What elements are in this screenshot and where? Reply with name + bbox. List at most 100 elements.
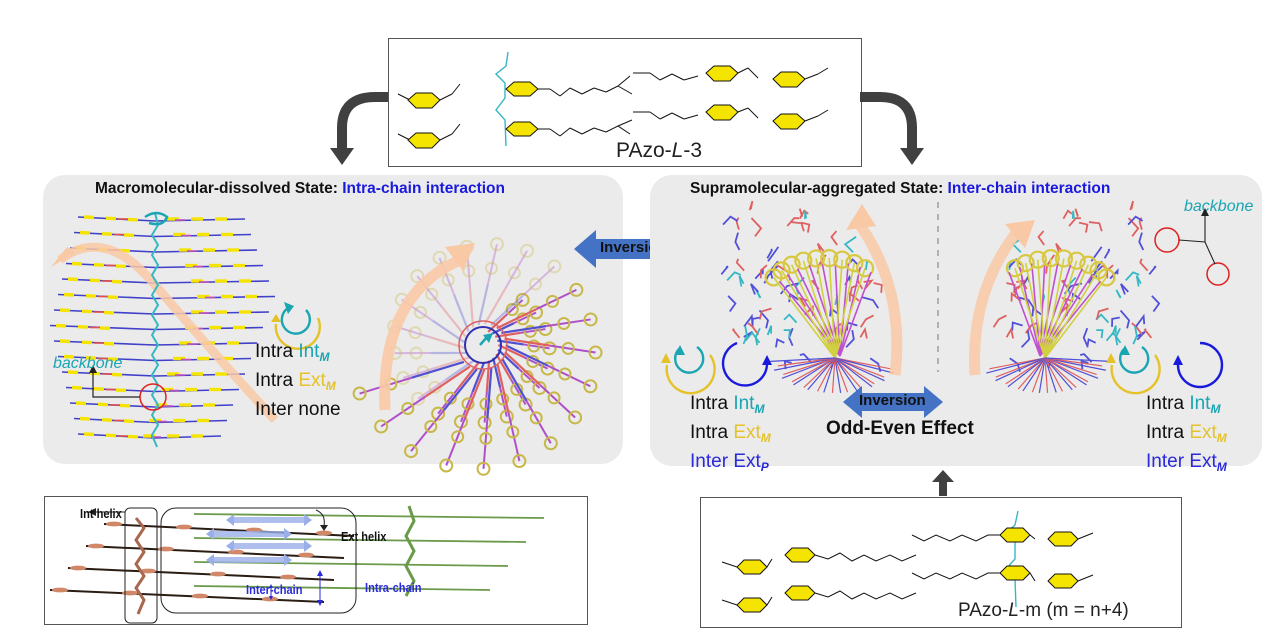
intra-chain-label: Intra-chain <box>365 580 422 595</box>
ext-helix-frame <box>160 507 357 614</box>
azo-segment <box>101 418 113 422</box>
label-suffix: -3 <box>683 139 703 162</box>
ring-segment <box>158 546 174 552</box>
ring-segment <box>140 568 156 574</box>
legend-sub: M <box>1216 431 1227 445</box>
azo-segment <box>71 261 83 266</box>
bottom-molecule-structure <box>721 510 1094 613</box>
top-molecule-structure <box>397 51 829 149</box>
label-italic: L <box>671 139 684 162</box>
odd-even-effect-label: Odd-Even Effect <box>826 418 974 439</box>
legend-term: Ext <box>1189 451 1217 472</box>
azo-segment <box>67 370 79 375</box>
ring-segment <box>210 571 226 577</box>
azo-segment <box>127 217 139 222</box>
azo-segment <box>67 277 79 282</box>
odd-even-inversion-double-arrow-icon[interactable] <box>843 386 943 418</box>
azo-segment <box>71 385 83 390</box>
azo-segment <box>111 279 123 284</box>
azo-segment <box>77 325 89 329</box>
legend-prefix: Intra <box>255 341 299 362</box>
ring-segment <box>262 596 278 602</box>
left-panel-title: Macromolecular-dissolved State: Intra-ch… <box>95 180 505 198</box>
title-main: Macromolecular-dissolved State: <box>95 180 343 197</box>
azo-segment <box>83 432 95 437</box>
legend-prefix: Inter <box>255 399 299 420</box>
azo-segment <box>103 310 115 315</box>
legend-prefix: Intra <box>1146 422 1190 443</box>
azo-segment <box>83 215 95 220</box>
left-panel-legend: Intra IntM Intra ExtM Inter none <box>255 340 341 422</box>
legend-term: Int <box>733 393 755 414</box>
legend-term: none <box>298 399 341 420</box>
aggregate-structure-right <box>969 200 1230 394</box>
legend-sub: M <box>754 402 765 416</box>
inter-chain-label: Inter-chain <box>246 582 303 597</box>
ring-segment <box>88 543 104 549</box>
legend-prefix: Intra <box>690 422 734 443</box>
azo-segment <box>81 340 93 345</box>
azo-segment <box>79 416 91 421</box>
rotation-arrows-left-icon <box>661 341 772 395</box>
arrow-up-icon <box>932 470 954 496</box>
azo-segment <box>105 433 117 438</box>
azo-segment <box>59 339 71 344</box>
azo-segment <box>93 263 105 267</box>
azo-segment <box>101 232 113 236</box>
aggregate-structure-left <box>720 200 903 394</box>
backbone-circle-icon <box>1206 262 1230 286</box>
legend-row: Intra ExtM <box>1146 421 1227 450</box>
title-highlight: Inter-chain interaction <box>947 180 1111 197</box>
title-highlight: Intra-chain interaction <box>342 180 505 197</box>
arrow-to-left-panel-icon <box>330 92 388 165</box>
azo-segment <box>123 419 135 424</box>
azo-segment <box>63 292 75 297</box>
azo-segment <box>111 372 123 377</box>
helix-schematic-illustration <box>49 505 545 624</box>
backbone-line <box>150 212 160 448</box>
legend-sub: M <box>1216 460 1227 474</box>
legend-row: Intra IntM <box>1146 392 1227 421</box>
side-view-helix-illustration <box>49 211 279 448</box>
azo-segment <box>123 233 135 238</box>
legend-sub: P <box>760 460 769 474</box>
azo-segment <box>79 230 91 235</box>
ring-segment <box>316 530 332 536</box>
azo-segment <box>85 294 97 298</box>
legend-sub: M <box>319 350 330 364</box>
azo-segment <box>97 402 109 407</box>
legend-prefix: Intra <box>255 370 299 391</box>
right-panel-legend-right: Intra IntM Intra ExtM Inter ExtM <box>1146 392 1227 479</box>
rotation-arrows-icon <box>271 302 321 350</box>
legend-prefix: Inter <box>1146 451 1190 472</box>
right-panel-title: Supramolecular-aggregated State: Inter-c… <box>690 180 1110 198</box>
legend-term: Int <box>1189 393 1211 414</box>
azo-segment <box>89 278 101 283</box>
legend-term: Ext <box>1189 422 1217 443</box>
right-panel-legend-left: Intra IntM Intra Ext M Inter ExtP <box>690 392 771 479</box>
azo-segment <box>103 341 115 346</box>
top-molecule-label: PAzo-L-3 <box>616 139 702 163</box>
azo-segment <box>93 387 105 391</box>
azo-segment <box>107 295 119 300</box>
legend-prefix: Intra <box>690 393 734 414</box>
top-view-spiral-illustration <box>352 237 603 476</box>
panel-divider-dashed <box>937 202 939 372</box>
right-backbone-label: backbone <box>1184 198 1254 215</box>
azo-segment <box>85 356 97 360</box>
int-helix-label: Int helix <box>80 506 122 521</box>
label-suffix: -m (m = n+4) <box>1018 600 1129 621</box>
legend-row: Inter none <box>255 398 341 422</box>
ext-helix-label: Ext helix <box>341 529 387 544</box>
legend-term: Ext <box>733 451 761 472</box>
azo-segment <box>59 308 71 313</box>
legend-row: Intra IntM <box>690 392 771 421</box>
bottom-molecule-box <box>700 497 1182 628</box>
left-backbone-label: backbone <box>53 355 123 372</box>
legend-row: Inter ExtP <box>690 450 771 479</box>
legend-sub: M <box>325 379 336 393</box>
legend-term: Ext <box>733 422 761 443</box>
ring-segment <box>192 593 208 599</box>
legend-term: Ext <box>298 370 326 391</box>
azo-segment <box>115 388 127 393</box>
